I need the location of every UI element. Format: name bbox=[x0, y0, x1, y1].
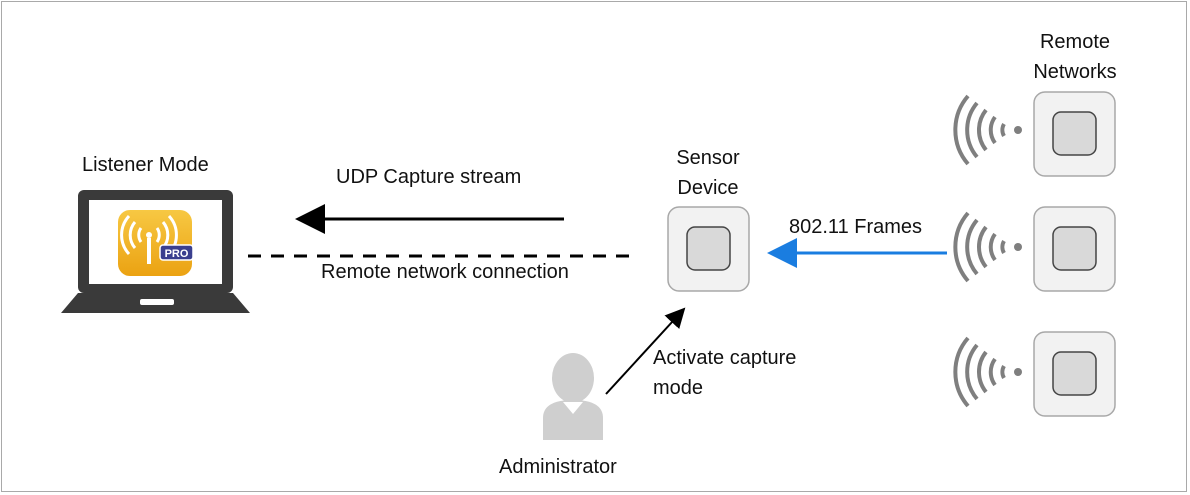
activate-arrow bbox=[605, 307, 686, 395]
administrator-icon bbox=[543, 353, 603, 440]
remote-network-1 bbox=[953, 91, 1116, 177]
sensor-device-icon bbox=[667, 206, 750, 292]
pro-badge-text: PRO bbox=[165, 248, 189, 260]
remote-network-connection-label: Remote network connection bbox=[321, 261, 569, 283]
udp-capture-stream-label: UDP Capture stream bbox=[336, 166, 522, 188]
remote-network-3 bbox=[953, 331, 1116, 417]
sensor-device-label-line2: Device bbox=[677, 177, 739, 199]
remote-networks-label-line2: Networks bbox=[1033, 61, 1117, 83]
wifi-signal-icon bbox=[953, 211, 1006, 283]
activate-capture-label-line1: Activate capture bbox=[653, 347, 797, 369]
activate-capture-label-line2: mode bbox=[653, 377, 704, 399]
wifi-sniffer-pro-icon bbox=[118, 210, 194, 276]
wifi-signal-icon bbox=[953, 94, 1006, 166]
sensor-device-label-line1: Sensor bbox=[676, 147, 740, 169]
remote-networks-label-line1: Remote bbox=[1039, 31, 1111, 53]
frames-80211-label: 802.11 Frames bbox=[789, 216, 923, 238]
remote-network-2 bbox=[953, 206, 1116, 292]
listener-mode-label: Listener Mode bbox=[82, 154, 209, 176]
administrator-label: Administrator bbox=[499, 456, 617, 478]
wifi-signal-icon bbox=[953, 336, 1006, 408]
